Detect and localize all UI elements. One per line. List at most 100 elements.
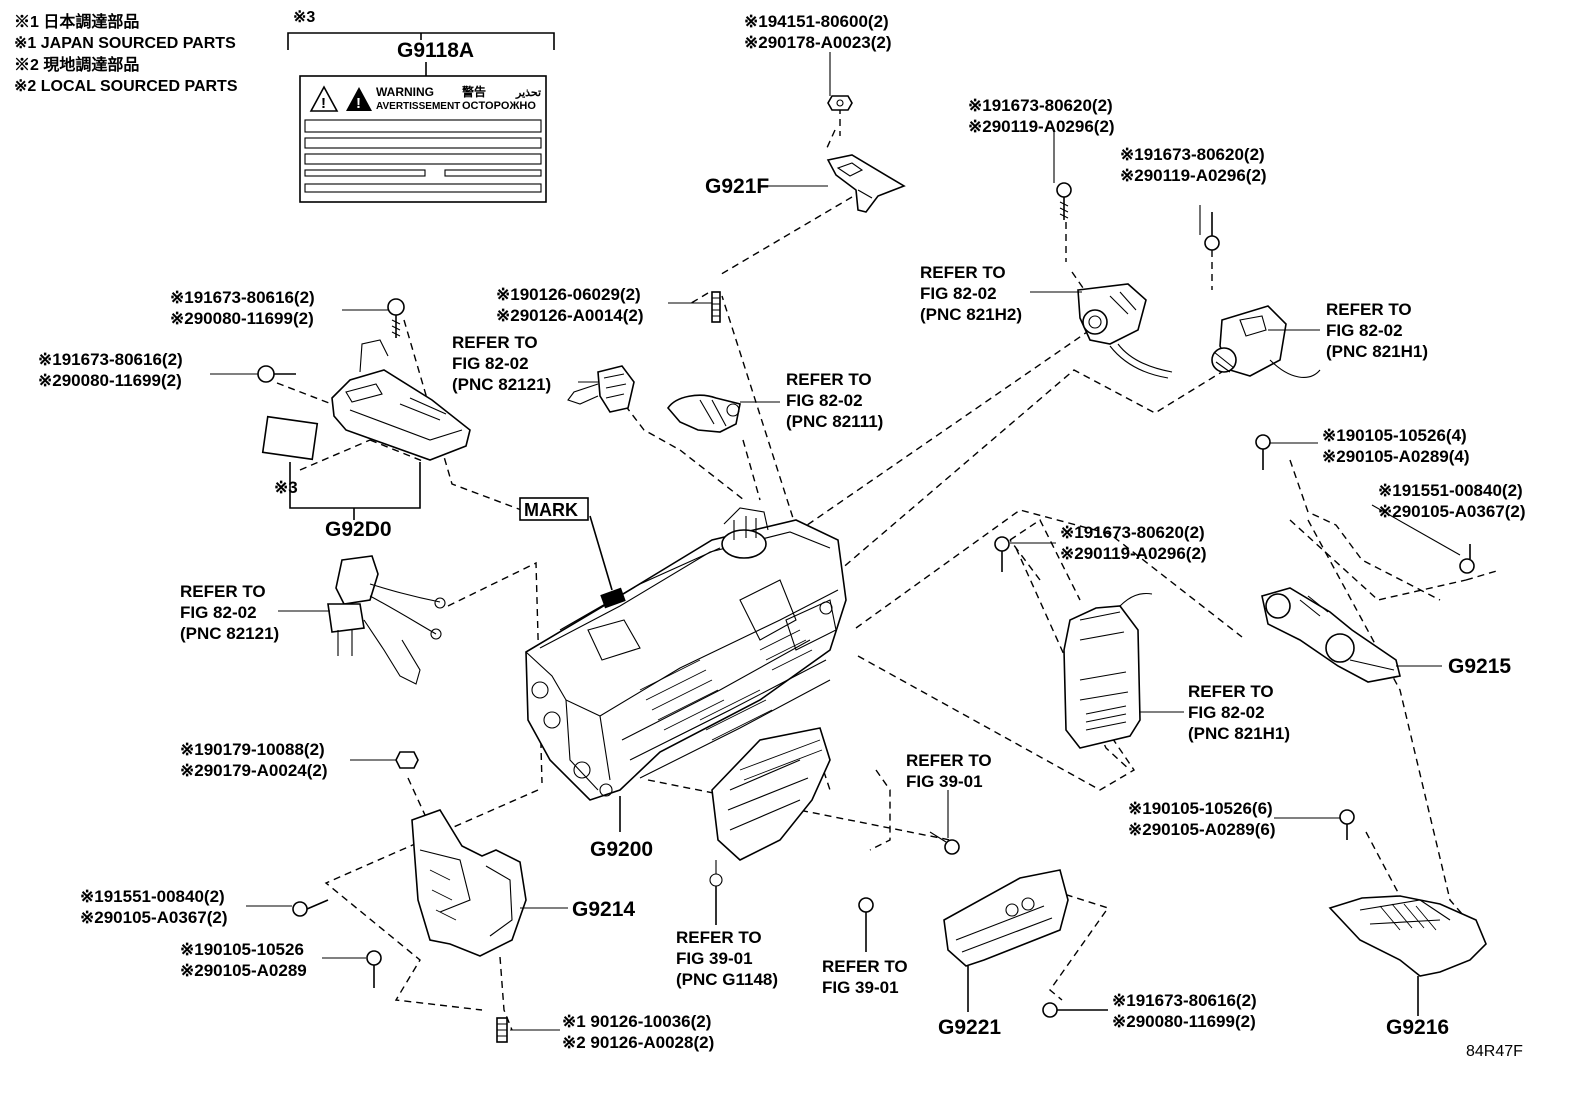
- legend-line-4: ※2 LOCAL SOURCED PARTS: [14, 78, 238, 95]
- legend-line-1: ※1 日本調達部品: [14, 12, 139, 31]
- warning-triangle-filled-icon: [346, 87, 372, 111]
- callout-c1-line1: ※194151-80600(2): [744, 12, 889, 31]
- callout-c18-line1: ※190105-10526(6): [1128, 799, 1273, 818]
- callout-c11-line2: ※290105-A0289(4): [1322, 447, 1470, 466]
- sensor-821h2: [1077, 283, 1173, 379]
- mark-square-icon: [600, 587, 626, 609]
- bracket-g921f: [826, 154, 906, 213]
- callout-c7-line2: ※290126-A0014(2): [496, 306, 644, 325]
- bracket-g9214: [411, 809, 527, 957]
- mark-area: [587, 619, 641, 661]
- callout-c9-line2: FIG 82-02: [452, 354, 529, 373]
- legend-line-3: ※2 現地調達部品: [14, 55, 139, 74]
- callout-c2-line2: ※290119-A0296(2): [968, 117, 1115, 136]
- inverter-assembly-g9200: [525, 507, 847, 832]
- svg-text:!: !: [356, 95, 361, 112]
- cover-g9221: [943, 869, 1069, 1012]
- callout-c23-line1: ※191673-80616(2): [1112, 991, 1257, 1010]
- callout-c7-line1: ※190126-06029(2): [496, 285, 641, 304]
- code-g9200: G9200: [590, 838, 653, 861]
- sticker-warning-ar: تحذير: [515, 87, 541, 99]
- callout-c6-line2: ※290080-11699(2): [170, 309, 314, 328]
- bolt-icon-set-2: [257, 298, 405, 383]
- stud-bolt-icon: [711, 291, 721, 323]
- callout-c4-line2: FIG 82-02: [920, 284, 997, 303]
- callout-c21-line1: REFER TO: [676, 928, 762, 947]
- callout-c9-line1: REFER TO: [452, 333, 538, 352]
- callout-c16-line1: ※190179-10088(2): [180, 740, 325, 759]
- leader-lines: [210, 52, 1461, 1031]
- callout-c3-line1: ※191673-80620(2): [1120, 145, 1265, 164]
- callout-c10-line1: REFER TO: [786, 370, 872, 389]
- connector-82121-left: [327, 555, 446, 685]
- callout-c20-line1: ※190105-10526: [180, 940, 304, 959]
- sensor-821h1-top: [1211, 305, 1321, 378]
- callout-c24-line1: ※1 90126-10036(2): [562, 1012, 711, 1031]
- callout-c21-line2: FIG 39-01: [676, 949, 753, 968]
- callout-c14-line3: (PNC 82121): [180, 624, 279, 643]
- callout-c4-line3: (PNC 821H2): [920, 305, 1022, 324]
- sticker-warning-ru: OCTOPOЖHO: [462, 100, 536, 112]
- callout-c23-line2: ※290080-11699(2): [1112, 1012, 1256, 1031]
- legend: ※1 日本調達部品 ※1 JAPAN SOURCED PARTS ※2 現地調達…: [14, 12, 238, 95]
- part-codes: G921F G92D0 G9200 G9214 G9215 G9216 G922…: [325, 175, 1523, 1060]
- sticker-warning-en: WARNING: [376, 85, 434, 99]
- callout-c5-line3: (PNC 821H1): [1326, 342, 1428, 361]
- sensor-821h1-mid: [1063, 592, 1153, 749]
- callout-c9-line3: (PNC 82121): [452, 375, 551, 394]
- svg-text:!: !: [321, 95, 326, 112]
- callout-c8-line1: ※191673-80616(2): [38, 350, 183, 369]
- bolt-icon-set-3: [994, 434, 1475, 574]
- bolt-icon-set-5: [858, 809, 1355, 1018]
- callout-c19-line1: ※191551-00840(2): [80, 887, 225, 906]
- callout-c15-line1: REFER TO: [1188, 682, 1274, 701]
- callout-c11-line1: ※190105-10526(4): [1322, 426, 1467, 445]
- callout-c13-line1: ※191673-80620(2): [1060, 523, 1205, 542]
- callout-c14-line2: FIG 82-02: [180, 603, 257, 622]
- nut-top-icon: [827, 95, 853, 111]
- callout-c3-line2: ※290119-A0296(2): [1120, 166, 1267, 185]
- callout-c14-line1: REFER TO: [180, 582, 266, 601]
- connector-82111: [666, 394, 741, 433]
- ref3-cover-label: ※3: [274, 478, 298, 497]
- code-g9215: G9215: [1448, 655, 1511, 678]
- callout-c15-line2: FIG 82-02: [1188, 703, 1265, 722]
- warning-label-sticker: ※3 G9118A ! ! WARNING AVERTISSEMENT 警告 O…: [287, 9, 555, 203]
- callout-c1-line2: ※290178-A0023(2): [744, 33, 892, 52]
- sticker-ref-mark: ※3: [293, 9, 315, 26]
- callout-c6-line1: ※191673-80616(2): [170, 288, 315, 307]
- bracket-g9216: [1328, 895, 1487, 1016]
- mark-label: MARK: [519, 497, 613, 591]
- callout-c22-line1: REFER TO: [822, 957, 908, 976]
- g92d0-bracket: ※3: [274, 462, 421, 520]
- callout-c21-line3: (PNC G1148): [676, 970, 778, 989]
- legend-line-2: ※1 JAPAN SOURCED PARTS: [14, 35, 236, 52]
- callout-c5-line2: FIG 82-02: [1326, 321, 1403, 340]
- bolt-icon-set-1: [1056, 182, 1220, 251]
- cover-g92d0: [261, 339, 471, 461]
- bracket-g9215: [1261, 587, 1401, 683]
- callout-c22-line2: FIG 39-01: [822, 978, 899, 997]
- callout-c17-line1: REFER TO: [906, 751, 992, 770]
- code-g921f: G921F: [705, 175, 769, 198]
- callout-c20-line2: ※290105-A0289: [180, 961, 307, 980]
- mark-text: MARK: [524, 500, 578, 520]
- warning-triangle-icon: [309, 85, 339, 112]
- connector-82121-top: [567, 365, 635, 413]
- callout-c12-line1: ※191551-00840(2): [1378, 481, 1523, 500]
- callouts: ※194151-80600(2) ※290178-A0023(2) ※19167…: [38, 12, 1526, 1052]
- code-g9221: G9221: [938, 1016, 1001, 1039]
- sticker-warning-fr: AVERTISSEMENT: [376, 101, 460, 112]
- code-g92d0: G92D0: [325, 518, 392, 541]
- sticker-body: [299, 75, 547, 203]
- callout-c16-line2: ※290179-A0024(2): [180, 761, 328, 780]
- callout-c10-line3: (PNC 82111): [786, 412, 883, 431]
- callout-c5-line1: REFER TO: [1326, 300, 1412, 319]
- callout-c8-line2: ※290080-11699(2): [38, 371, 182, 390]
- callout-c24-line2: ※2 90126-A0028(2): [562, 1033, 714, 1052]
- sticker-warning-ja: 警告: [461, 84, 486, 99]
- callout-c2-line1: ※191673-80620(2): [968, 96, 1113, 115]
- callout-c10-line2: FIG 82-02: [786, 391, 863, 410]
- callout-c12-line2: ※290105-A0367(2): [1378, 502, 1526, 521]
